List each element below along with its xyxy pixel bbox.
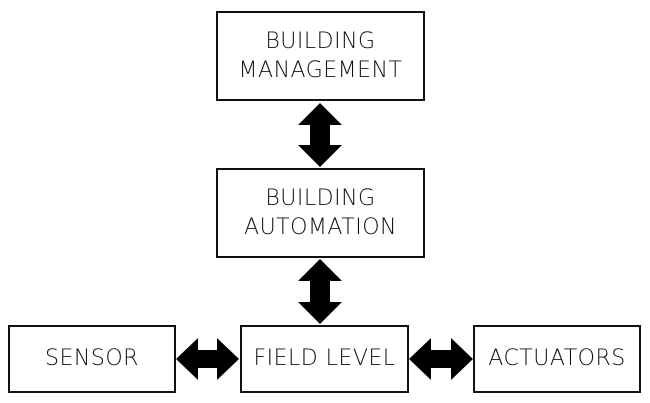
sensor-label: SENSOR: [45, 346, 139, 372]
building-management-label: BUILDING MANAGEMENT: [239, 27, 403, 85]
sensor-box: SENSOR: [8, 325, 176, 393]
building-management-line-1: BUILDING: [265, 28, 376, 54]
building-automation-line-1: BUILDING: [265, 185, 376, 211]
management-automation-double-arrow: [298, 103, 342, 167]
field-level-box: FIELD LEVEL: [240, 325, 409, 393]
building-automation-label: BUILDING AUTOMATION: [244, 184, 397, 242]
actuators-box: ACTUATORS: [473, 325, 641, 393]
building-automation-box: BUILDING AUTOMATION: [216, 168, 425, 258]
actuators-label: ACTUATORS: [488, 346, 626, 372]
field-actuators-double-arrow: [409, 338, 473, 380]
building-management-line-2: MANAGEMENT: [238, 58, 403, 83]
building-management-box: BUILDING MANAGEMENT: [216, 11, 425, 101]
automation-field-double-arrow: [298, 259, 342, 324]
field-level-label: FIELD LEVEL: [253, 346, 396, 372]
sensor-field-double-arrow: [176, 338, 239, 380]
building-automation-line-2: AUTOMATION: [244, 215, 397, 240]
